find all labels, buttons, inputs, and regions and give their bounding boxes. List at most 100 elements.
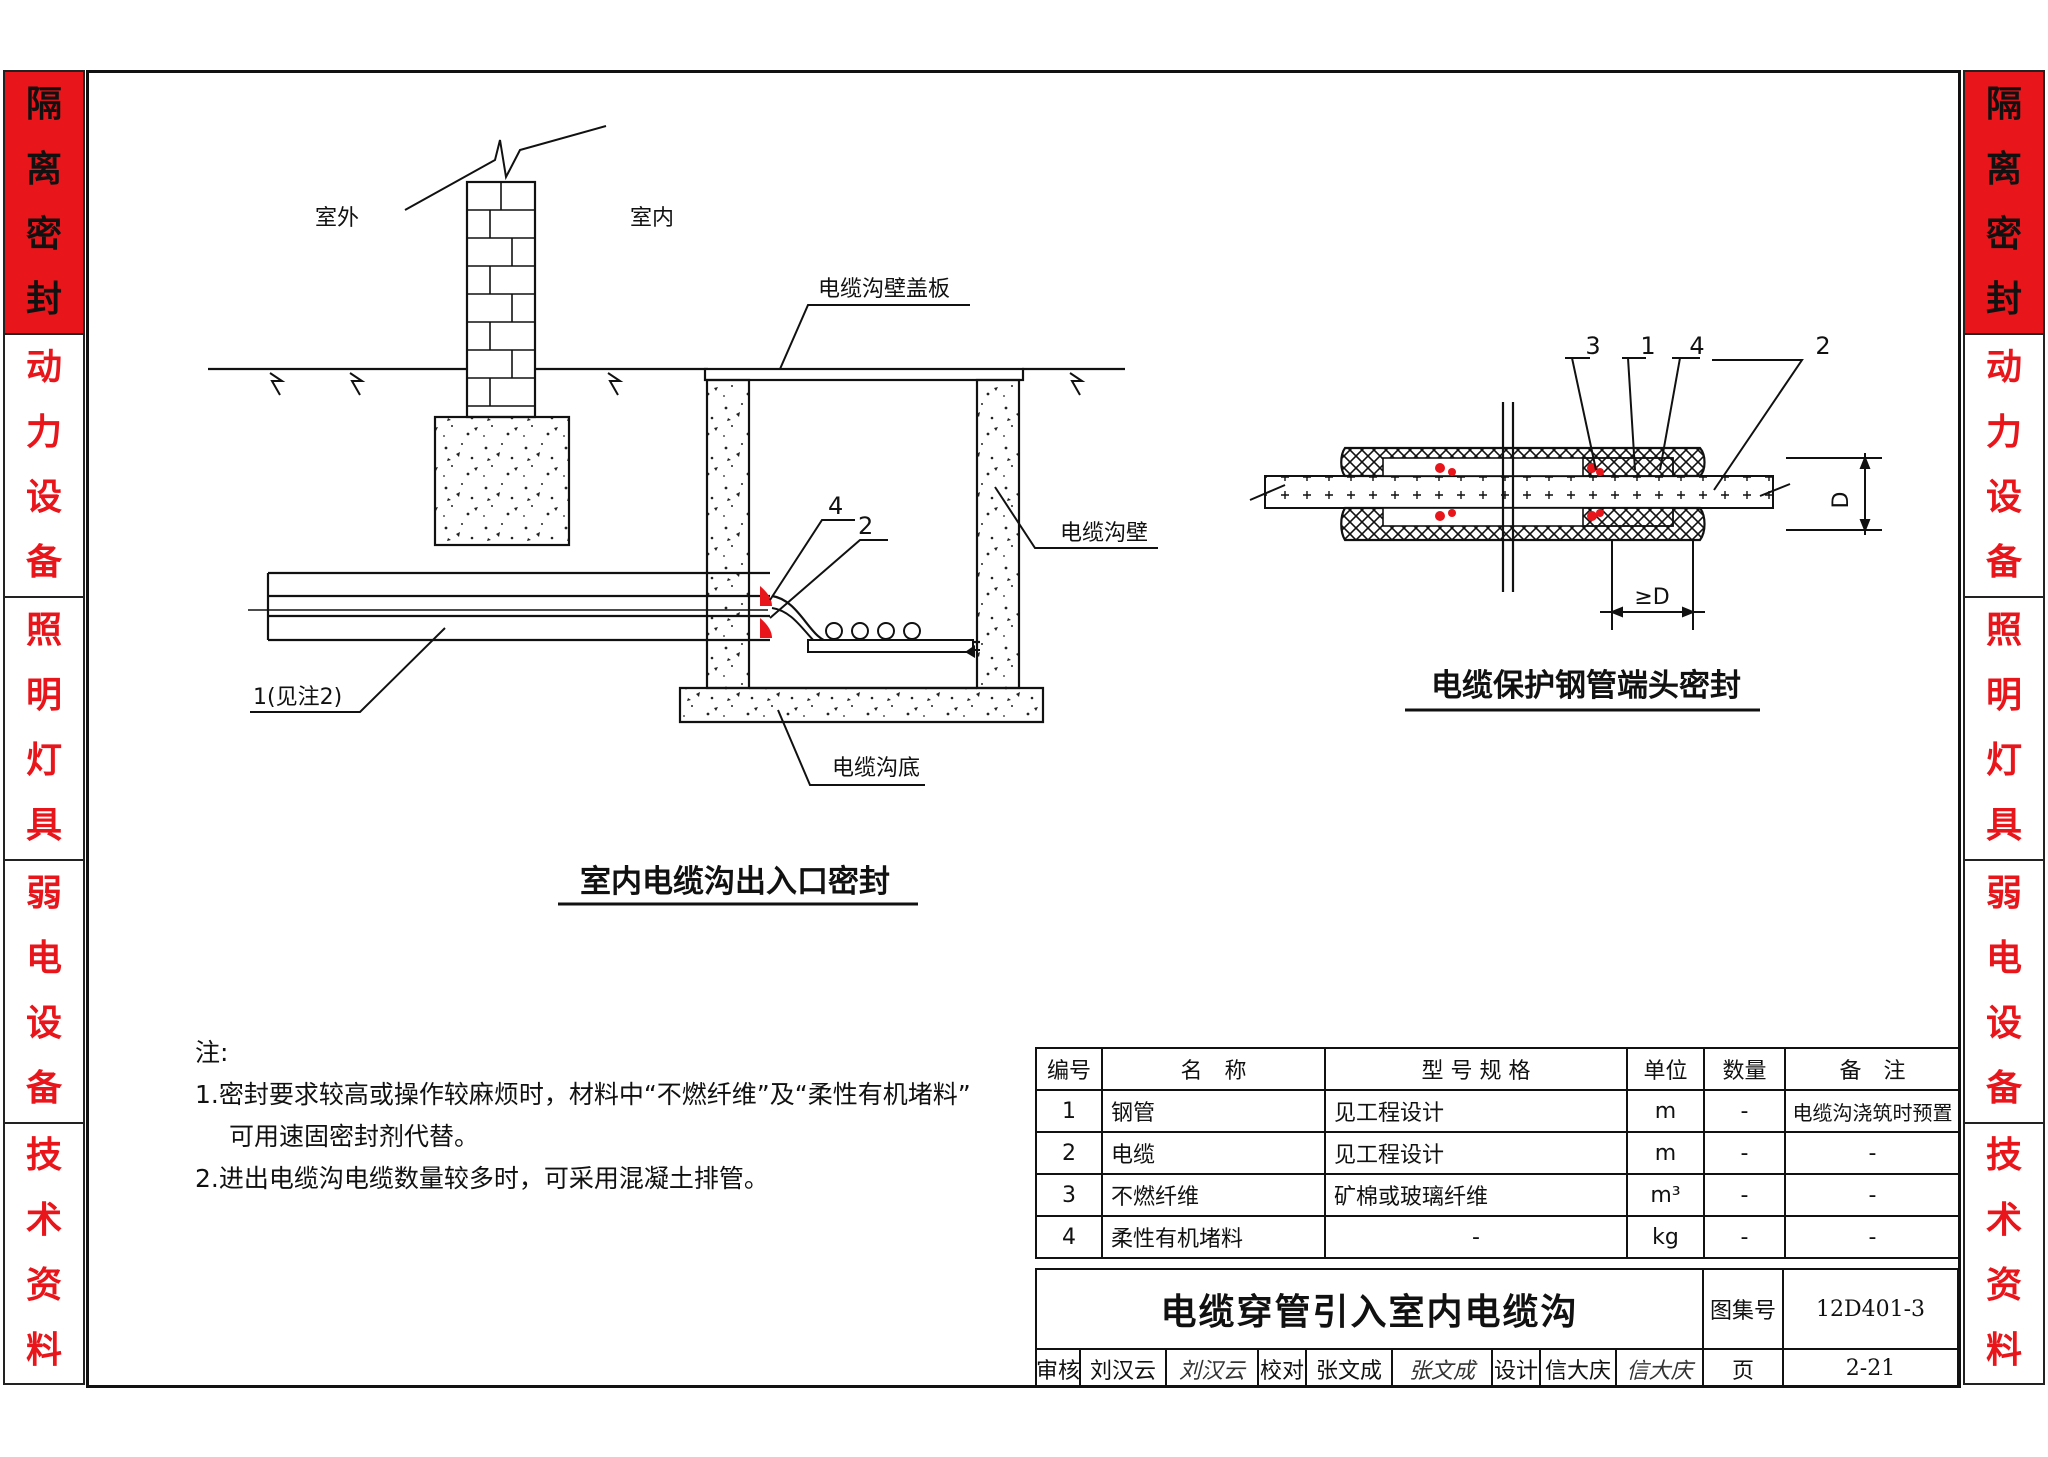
sidebar-char: 设 — [1985, 477, 2022, 519]
note-line-2: 2.进出电缆沟电缆数量较多时，可采用混凝土排管。 — [195, 1164, 769, 1193]
dimension-geD — [1600, 540, 1705, 630]
table-cell: m³ — [1626, 1173, 1705, 1217]
label-outdoor: 室外 — [315, 206, 359, 231]
drawing-title: 电缆穿管引入室内电缆沟 — [1037, 1270, 1704, 1350]
trench-bottom — [678, 686, 1045, 724]
table-cell: - — [1784, 1173, 1961, 1217]
sidebar-section-3[interactable]: 弱电设备 — [3, 859, 85, 1122]
sidebar-section-0[interactable]: 隔离密封 — [3, 70, 85, 333]
sidebar-section-2[interactable]: 照明灯具 — [3, 596, 85, 859]
sidebar-section-4[interactable]: 技术资料 — [1963, 1122, 2045, 1385]
table-cell: 见工程设计 — [1324, 1089, 1628, 1133]
design-label: 设计 — [1493, 1350, 1541, 1387]
sidebar-char: 弱 — [25, 872, 62, 914]
drawing-frame — [86, 70, 1961, 1388]
table-cell: - — [1324, 1215, 1628, 1259]
reviewer-name: 刘汉云 — [1081, 1350, 1167, 1387]
label-3: 3 — [1585, 332, 1600, 360]
notes: 注: 1.密封要求较高或操作较麻烦时，材料中“不燃纤维”及“柔性有机堵料” 可用… — [195, 1032, 971, 1200]
table-cell: - — [1784, 1131, 1961, 1175]
sidebar-section-2[interactable]: 照明灯具 — [1963, 596, 2045, 859]
left-diagram-title: 室内电缆沟出入口密封 — [580, 864, 890, 900]
sidebar-char: 照 — [1985, 609, 2022, 651]
checker-signature: 张文成 — [1393, 1350, 1493, 1387]
table-cell: 电缆沟浇筑时预置 — [1784, 1089, 1961, 1133]
sidebar-section-4[interactable]: 技术资料 — [3, 1122, 85, 1385]
trench-cover — [703, 367, 1025, 382]
sidebar-section-0[interactable]: 隔离密封 — [1963, 70, 2045, 333]
label-cover: 电缆沟壁盖板 — [818, 277, 950, 302]
sidebar-char: 资 — [1985, 1264, 2022, 1306]
note-line-1: 1.密封要求较高或操作较麻烦时，材料中“不燃纤维”及“柔性有机堵料” — [195, 1080, 971, 1109]
sidebar-char: 动 — [25, 346, 62, 388]
table-cell: 见工程设计 — [1324, 1131, 1628, 1175]
wall-break-line — [404, 125, 607, 211]
table-cell: kg — [1626, 1215, 1705, 1259]
checker-name: 张文成 — [1307, 1350, 1393, 1387]
sidebar-char: 术 — [25, 1200, 62, 1242]
table-header-cell: 名 称 — [1101, 1047, 1326, 1091]
table-header-row: 编号 名 称 型 号 规 格 单位 数量 备 注 — [1035, 1047, 1961, 1091]
dimension-D — [1786, 453, 1882, 535]
table-cell: 2 — [1035, 1131, 1103, 1175]
sidebar-char: 料 — [25, 1329, 62, 1371]
brick-joints — [467, 182, 535, 407]
sidebar-section-1[interactable]: 动力设备 — [3, 333, 85, 596]
right-sidebar: 隔离密封 动力设备 照明灯具 弱电设备 技术资料 — [1963, 70, 2045, 1385]
table-row: 3 不燃纤维 矿棉或玻璃纤维 m³ - - — [1035, 1173, 1961, 1217]
atlas-code: 12D401-3 — [1784, 1270, 1957, 1350]
table-cell: m — [1626, 1089, 1705, 1133]
sidebar-char: 灯 — [25, 740, 62, 782]
sidebar-char: 隔 — [25, 83, 62, 125]
sidebar-section-3[interactable]: 弱电设备 — [1963, 859, 2045, 1122]
table-row: 4 柔性有机堵料 - kg - - — [1035, 1215, 1961, 1259]
label-trench-bottom: 电缆沟底 — [832, 756, 920, 781]
sidebar-char: 具 — [1985, 805, 2022, 847]
table-cell: 钢管 — [1101, 1089, 1326, 1133]
sidebar-char: 技 — [25, 1135, 62, 1177]
review-label: 审核 — [1037, 1350, 1081, 1387]
label-item-1: 1(见注2) — [253, 685, 342, 710]
sidebar-char: 具 — [25, 805, 62, 847]
brick-wall — [465, 180, 537, 419]
table-cell: - — [1703, 1215, 1786, 1259]
left-sidebar: 隔离密封 动力设备 照明灯具 弱电设备 技术资料 — [3, 70, 85, 1385]
table-header-cell: 型 号 规 格 — [1324, 1047, 1628, 1091]
label-geD: ≥D — [1634, 585, 1669, 610]
table-cell: 矿棉或玻璃纤维 — [1324, 1173, 1628, 1217]
sidebar-char: 备 — [1985, 542, 2022, 584]
label-4: 4 — [1689, 332, 1704, 360]
parts-table: 编号 名 称 型 号 规 格 单位 数量 备 注 1 钢管 见工程设计 m - … — [1035, 1047, 1961, 1259]
pipe-end-seal-diagram: D ≥D 3 1 4 2 电缆保护钢管端头密封 — [1249, 332, 1882, 712]
table-header-cell: 编号 — [1035, 1047, 1103, 1091]
trench-wall-right — [975, 378, 1021, 690]
seal-red — [760, 586, 772, 606]
wall-footing — [433, 415, 571, 547]
sidebar-char: 密 — [25, 214, 62, 256]
sidebar-char: 备 — [25, 1068, 62, 1110]
trench-wall-left — [705, 378, 751, 690]
sidebar-char: 灯 — [1985, 740, 2022, 782]
label-item-4: 4 — [828, 492, 843, 520]
label-1: 1 — [1640, 332, 1655, 360]
sidebar-char: 设 — [25, 477, 62, 519]
table-header-cell: 单位 — [1626, 1047, 1705, 1091]
leader-lines — [1565, 357, 1804, 491]
sidebar-char: 离 — [1985, 148, 2022, 190]
designer-signature: 信大庆 — [1617, 1350, 1704, 1387]
check-label: 校对 — [1259, 1350, 1307, 1387]
sidebar-char: 备 — [25, 542, 62, 584]
label-indoor: 室内 — [630, 206, 674, 231]
sidebar-section-1[interactable]: 动力设备 — [1963, 333, 2045, 596]
sidebar-char: 技 — [1985, 1135, 2022, 1177]
sidebar-char: 设 — [25, 1003, 62, 1045]
sidebar-char: 离 — [25, 148, 62, 190]
sidebar-char: 照 — [25, 609, 62, 651]
label-D: D — [1829, 492, 1854, 509]
sidebar-char: 电 — [25, 937, 62, 979]
table-cell: 3 — [1035, 1173, 1103, 1217]
table-cell: m — [1626, 1131, 1705, 1175]
title-block: 电缆穿管引入室内电缆沟 图集号 12D401-3 审核 刘汉云 刘汉云 校对 张… — [1035, 1268, 1959, 1387]
atlas-label: 图集号 — [1704, 1270, 1784, 1350]
